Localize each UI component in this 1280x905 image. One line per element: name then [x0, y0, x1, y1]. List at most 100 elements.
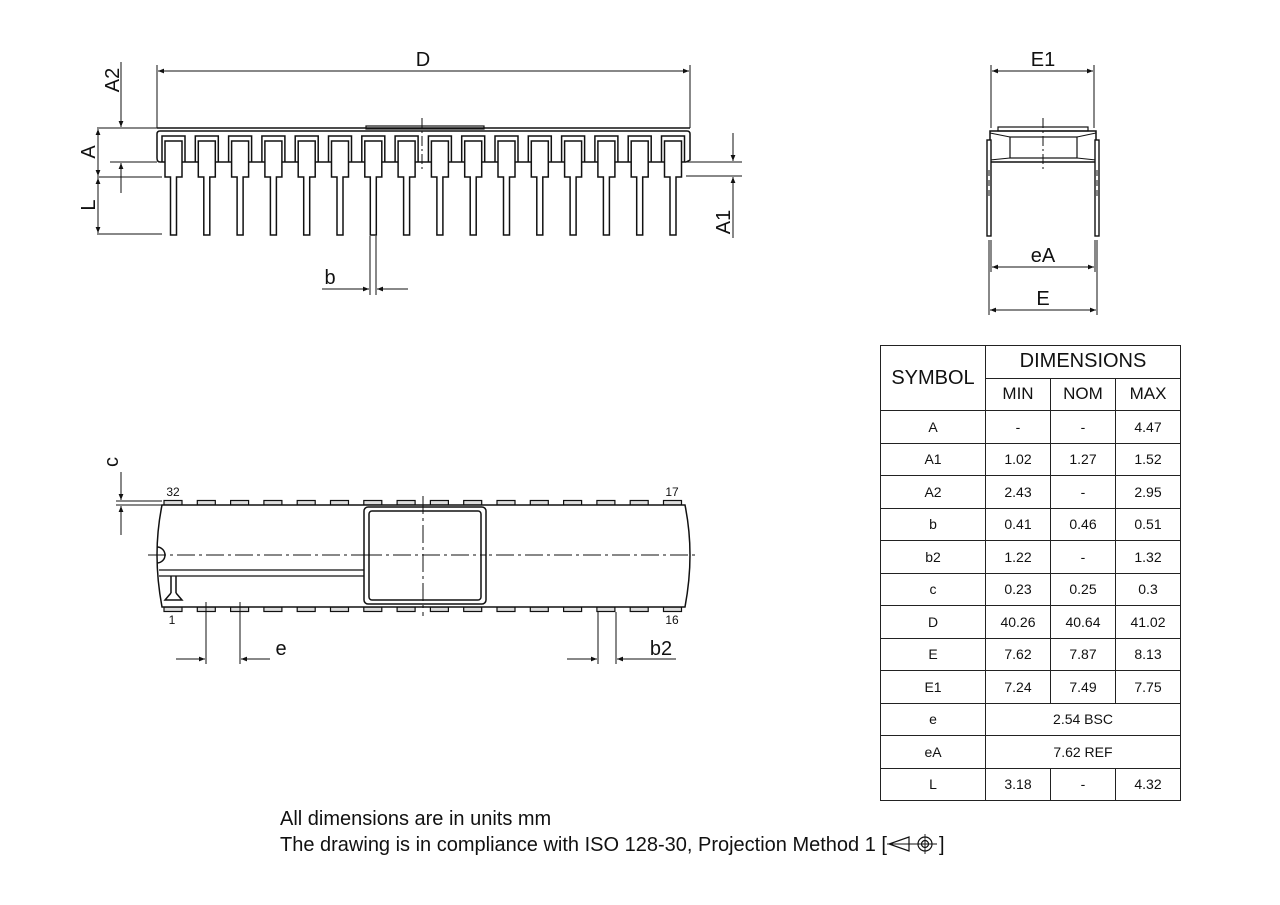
- pin-lead: [663, 140, 683, 236]
- value-cell: 2.54 BSC: [985, 702, 1181, 736]
- side-pins: [161, 135, 686, 236]
- min-cell: 1.22: [985, 540, 1051, 574]
- pin-frame: [161, 135, 186, 162]
- max-cell: 1.32: [1115, 540, 1181, 574]
- pin-lead: [397, 140, 416, 236]
- min-cell: 1.02: [985, 442, 1051, 476]
- pin-frame: [361, 135, 386, 162]
- pin-lead: [463, 140, 483, 236]
- min-cell: 0.41: [985, 507, 1051, 541]
- max-cell: 2.95: [1115, 475, 1181, 509]
- side-dimensions: [95, 62, 742, 295]
- max-cell: 1.52: [1115, 442, 1181, 476]
- pin-frame: [560, 135, 586, 162]
- pin-frame: [460, 135, 486, 162]
- symbol-cell: D: [880, 605, 986, 639]
- pin-frame: [227, 135, 253, 162]
- label-eA: eA: [1031, 245, 1056, 267]
- dimensions-header: DIMENSIONS: [985, 345, 1181, 379]
- label-b2: b2: [650, 638, 672, 660]
- nom-cell: -: [1050, 475, 1116, 509]
- pin-lead: [164, 140, 183, 236]
- symbol-cell: E1: [880, 670, 986, 704]
- symbol-cell: c: [880, 572, 986, 606]
- symbol-cell: A2: [880, 475, 986, 509]
- symbol-cell: eA: [880, 735, 986, 769]
- label-D: D: [416, 49, 430, 71]
- symbol-header: SYMBOL: [880, 345, 986, 411]
- max-cell: 0.3: [1115, 572, 1181, 606]
- min-cell: 7.62: [985, 637, 1051, 671]
- label-e: e: [275, 638, 286, 660]
- compliance-note: The drawing is in compliance with ISO 12…: [280, 832, 945, 858]
- min-cell: 40.26: [985, 605, 1051, 639]
- nom-cell: 7.87: [1050, 637, 1116, 671]
- min-cell: 3.18: [985, 767, 1051, 801]
- max-cell: 8.13: [1115, 637, 1181, 671]
- label-c: c: [101, 457, 123, 467]
- min-cell: 7.24: [985, 670, 1051, 704]
- label-E1: E1: [1031, 49, 1055, 71]
- label-L: L: [78, 199, 100, 210]
- units-note: All dimensions are in units mm: [280, 808, 552, 830]
- label-A2: A2: [102, 68, 124, 92]
- pin-lead: [430, 140, 450, 236]
- pin-frame: [494, 135, 519, 162]
- min-cell: 2.43: [985, 475, 1051, 509]
- pin-lead: [297, 140, 316, 236]
- nom-cell: 0.25: [1050, 572, 1116, 606]
- pin-label-1: 1: [169, 613, 176, 627]
- pin-label-17: 17: [665, 485, 679, 499]
- pin-frame: [427, 135, 453, 162]
- pin-frame: [527, 135, 553, 162]
- end-dimensions: [988, 65, 1098, 315]
- nom-cell: -: [1050, 540, 1116, 574]
- pin-label-16: 16: [665, 613, 679, 627]
- label-A: A: [78, 145, 100, 159]
- compliance-text-end: ]: [938, 834, 945, 856]
- symbol-cell: E: [880, 637, 986, 671]
- pin-frame: [394, 135, 419, 162]
- compliance-text: The drawing is in compliance with ISO 12…: [280, 834, 887, 856]
- nom-cell: 7.49: [1050, 670, 1116, 704]
- min-cell: -: [985, 410, 1051, 444]
- pin-lead: [630, 140, 649, 236]
- pin-lead: [264, 140, 283, 236]
- min-cell: 0.23: [985, 572, 1051, 606]
- max-cell: 7.75: [1115, 670, 1181, 704]
- pin-lead: [563, 140, 583, 236]
- col-min-header: MIN: [985, 377, 1051, 411]
- pin-lead: [197, 140, 217, 236]
- pin-label-32: 32: [166, 485, 180, 499]
- symbol-cell: L: [880, 767, 986, 801]
- symbol-cell: e: [880, 702, 986, 736]
- pin-lead: [364, 140, 383, 236]
- pin-frame: [261, 135, 286, 162]
- nom-cell: -: [1050, 767, 1116, 801]
- pin-lead: [330, 140, 350, 236]
- max-cell: 0.51: [1115, 507, 1181, 541]
- max-cell: 4.47: [1115, 410, 1181, 444]
- pin-lead: [530, 140, 550, 236]
- symbol-cell: A1: [880, 442, 986, 476]
- symbol-cell: b2: [880, 540, 986, 574]
- pin-frame: [327, 135, 353, 162]
- label-b: b: [324, 267, 335, 289]
- label-A1: A1: [713, 210, 735, 234]
- end-view: [986, 118, 1100, 237]
- pin-frame: [294, 135, 319, 162]
- top-view: [148, 496, 698, 616]
- top-dimensions: [116, 472, 676, 664]
- first-angle-projection-icon: [886, 834, 937, 854]
- pin-lead: [597, 140, 616, 236]
